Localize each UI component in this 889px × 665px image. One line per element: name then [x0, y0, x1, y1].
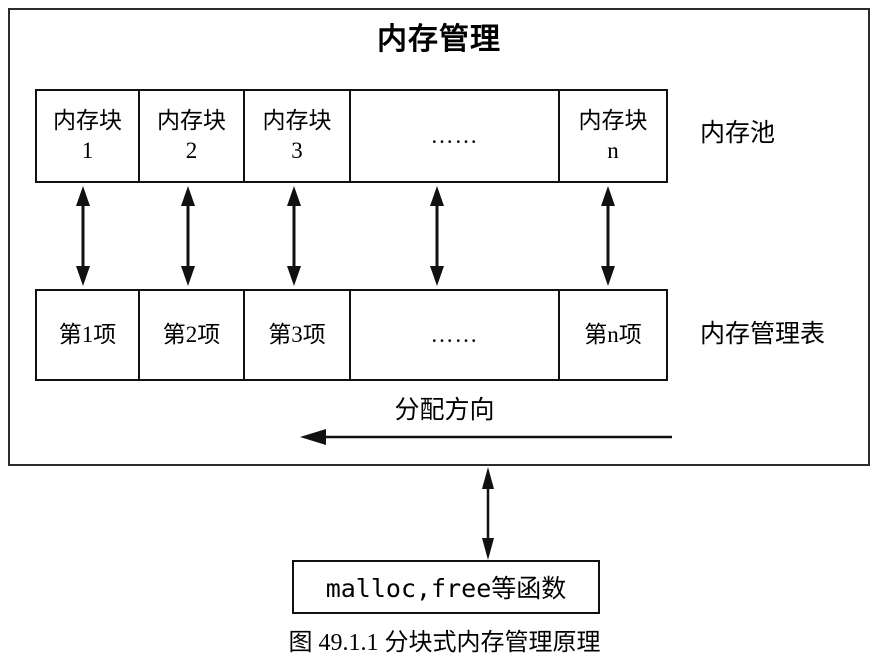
memory-table-cell-2: 第2项	[140, 291, 245, 379]
memory-pool-cell-1-line2: 1	[81, 138, 94, 163]
memory-table-cell-ellipsis: ……	[351, 291, 560, 379]
memory-pool-cell-3-line1: 内存块	[262, 108, 332, 133]
memory-pool-cell-ellipsis-line1: ……	[430, 123, 479, 148]
page-title: 内存管理	[377, 22, 501, 57]
memory-pool-cell-1-line1: 内存块	[53, 108, 122, 133]
memory-management-frame	[8, 8, 870, 466]
memory-pool-cell-n: 内存块 n	[560, 91, 666, 181]
allocation-direction-arrow-icon	[300, 428, 672, 446]
api-functions-box: malloc,free等函数	[292, 560, 600, 614]
memory-pool-cell-3: 内存块 3	[245, 91, 351, 181]
memory-table-cell-2-line1: 第2项	[162, 322, 221, 347]
double-arrow-3-icon	[286, 186, 302, 286]
memory-table-label: 内存管理表	[700, 321, 826, 348]
memory-pool-cell-2-line1: 内存块	[157, 108, 226, 133]
memory-pool-cell-n-line1: 内存块	[578, 108, 648, 133]
memory-table-row: 第1项 第2项 第3项 …… 第n项	[35, 289, 668, 381]
double-arrow-4-icon	[429, 186, 445, 286]
memory-pool-cell-2-line2: 2	[185, 138, 198, 163]
memory-table-cell-ellipsis-line1: ……	[430, 322, 479, 347]
double-arrow-2-icon	[180, 186, 196, 286]
double-arrow-api-icon	[480, 467, 496, 560]
memory-pool-row: 内存块 1 内存块 2 内存块 3 …… 内存块 n	[35, 89, 668, 183]
memory-table-cell-1: 第1项	[37, 291, 140, 379]
allocation-direction-label: 分配方向	[394, 397, 495, 424]
memory-table-cell-3-line1: 第3项	[268, 322, 326, 347]
memory-pool-cell-1: 内存块 1	[37, 91, 140, 181]
double-arrow-1-icon	[75, 186, 91, 286]
memory-table-cell-n-line1: 第n项	[584, 322, 642, 347]
memory-pool-cell-ellipsis: ……	[351, 91, 560, 181]
memory-table-cell-n: 第n项	[560, 291, 666, 379]
api-functions-label: malloc,free等函数	[325, 574, 567, 603]
memory-pool-cell-2: 内存块 2	[140, 91, 245, 181]
memory-pool-label: 内存池	[700, 120, 776, 147]
figure-caption: 图 49.1.1 分块式内存管理原理	[288, 630, 601, 656]
double-arrow-5-icon	[600, 186, 616, 286]
memory-pool-cell-n-line2: n	[607, 138, 619, 163]
memory-table-cell-1-line1: 第1项	[58, 322, 117, 347]
memory-pool-cell-3-line2: 3	[291, 138, 303, 163]
memory-table-cell-3: 第3项	[245, 291, 351, 379]
